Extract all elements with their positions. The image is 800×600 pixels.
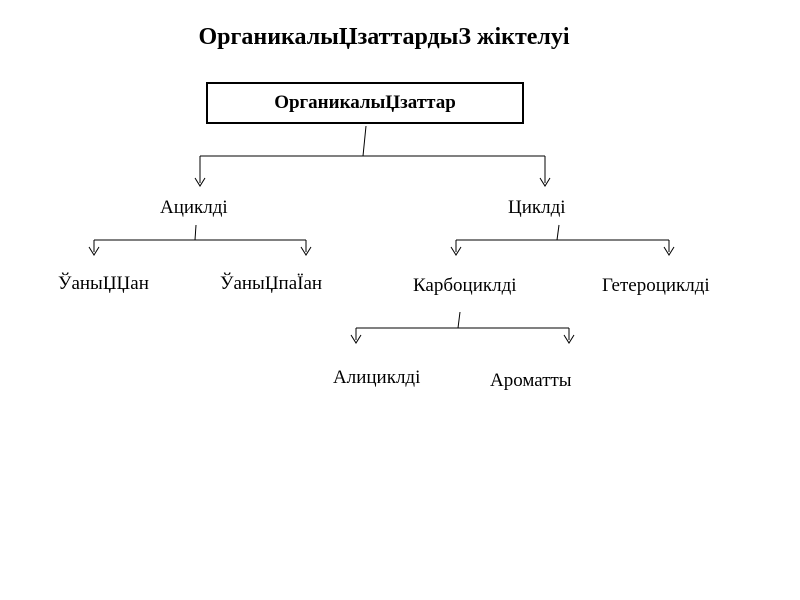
node-aromatic: Ароматты <box>490 370 572 391</box>
node-heterocyclic: Гетероциклді <box>602 275 710 296</box>
root-node-box: ОрганикалыЏзаттар <box>206 82 524 124</box>
node-unsaturated: ЎаныЏпаЇан <box>220 273 323 294</box>
connector-root-stem <box>362 125 367 157</box>
arrowhead-saturated <box>88 246 100 256</box>
node-saturated: ЎаныЏЏан <box>58 273 149 294</box>
node-carbocyclic: Карбоциклді <box>413 275 517 296</box>
arrowhead-heterocyclic <box>663 246 675 256</box>
node-alicyclic: Алициклді <box>333 367 421 388</box>
arrowhead-alicyclic <box>350 334 362 344</box>
node-cyclic: Циклді <box>508 197 566 218</box>
arrowhead-aromatic <box>563 334 575 344</box>
arrowhead-cyclic <box>539 177 551 187</box>
connector-acyclic-stem <box>194 224 197 241</box>
connector-carbocyclic-stem <box>457 311 461 329</box>
root-node-label: ОрганикалыЏзаттар <box>274 92 456 113</box>
diagram-title: ОрганикалыЏзаттардыЗ жіктелуі <box>198 24 570 50</box>
connector-cyclic-stem <box>556 224 560 241</box>
node-acyclic: Ациклді <box>160 197 228 218</box>
arrowhead-unsaturated <box>300 246 312 256</box>
arrowhead-acyclic <box>194 177 206 187</box>
arrowhead-carbocyclic <box>450 246 462 256</box>
